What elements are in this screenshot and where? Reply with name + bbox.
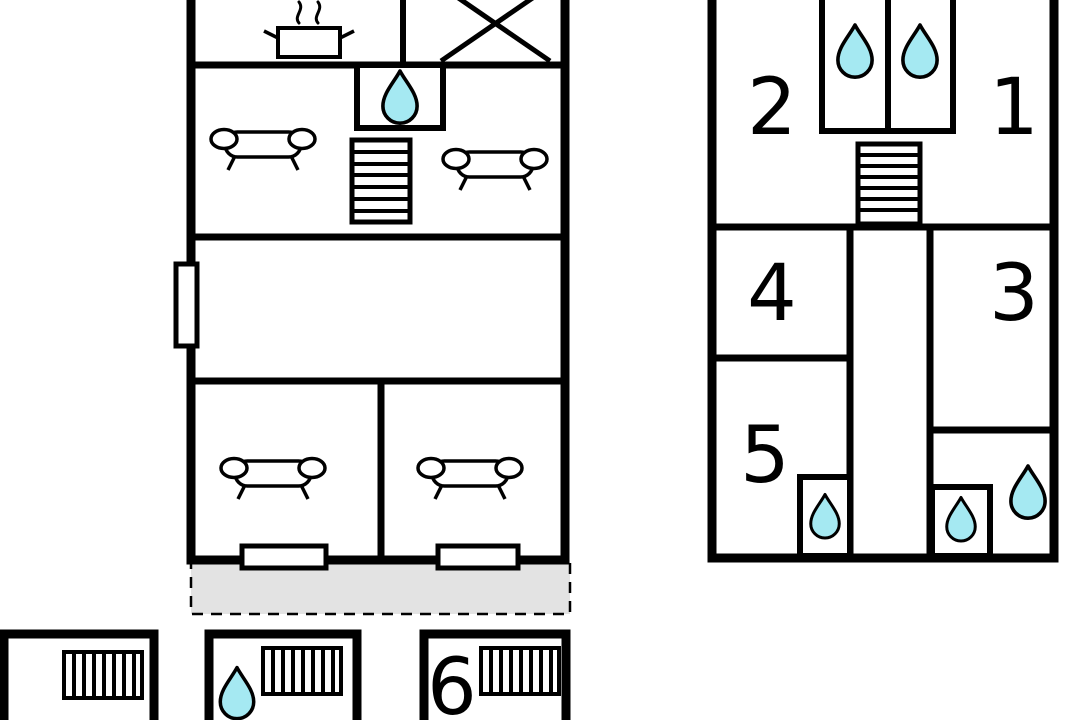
x-cross-icon bbox=[439, 0, 552, 64]
window-bottom-right bbox=[435, 543, 521, 571]
staircase-icon bbox=[349, 137, 413, 225]
terrace-area bbox=[189, 560, 572, 616]
room-5-label: 5 bbox=[740, 411, 790, 501]
room-4-label: 4 bbox=[747, 249, 797, 339]
room-2-label: 2 bbox=[747, 63, 797, 153]
window-bottom-left bbox=[239, 543, 329, 571]
annex-3: 6 bbox=[419, 629, 571, 720]
annex-2 bbox=[204, 629, 362, 720]
hatch-window-icon bbox=[261, 646, 343, 696]
room-6-label: 6 bbox=[427, 643, 477, 720]
main-building bbox=[173, 0, 570, 571]
hatch-window-icon bbox=[62, 650, 144, 700]
room-3-label: 3 bbox=[989, 249, 1039, 339]
bathroom-box bbox=[797, 474, 853, 559]
staircase-icon bbox=[855, 141, 923, 227]
upper-floor-building: 2 1 4 3 5 bbox=[707, 0, 1059, 563]
room-1-label: 1 bbox=[989, 63, 1039, 153]
window-left bbox=[173, 261, 200, 349]
stove-icon bbox=[263, 0, 355, 59]
upper-floor-outline bbox=[707, 0, 1059, 563]
annex-1 bbox=[0, 629, 159, 720]
hatch-window-icon bbox=[479, 646, 561, 696]
